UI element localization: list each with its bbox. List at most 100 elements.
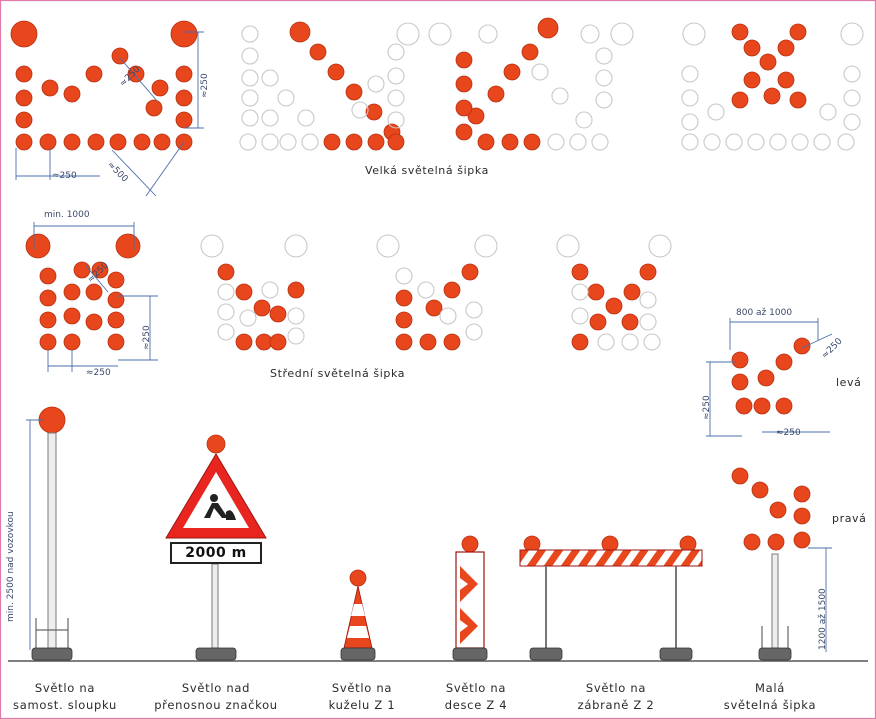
caption-board: Světlo na desce Z 4 — [444, 681, 508, 712]
lit-lamp — [107, 333, 125, 351]
unlit-lamp — [439, 307, 457, 325]
unlit-lamp — [681, 65, 699, 83]
lit-lamp — [367, 133, 385, 151]
lit-lamp — [39, 133, 57, 151]
lamp-layer — [10, 17, 864, 587]
lit-lamp — [15, 133, 33, 151]
lit-lamp — [793, 507, 811, 525]
caption-sign: Světlo nad přenosnou značkou — [154, 681, 278, 712]
medium-arrow-title: Střední světelná šipka — [270, 367, 406, 380]
unlit-lamp — [287, 307, 305, 325]
unlit-lamp — [819, 103, 837, 121]
sign-base — [195, 647, 237, 661]
right-label: pravá — [832, 512, 867, 525]
lit-lamp — [521, 43, 539, 61]
lit-lamp — [461, 263, 479, 281]
unlit-lamp — [395, 267, 413, 285]
lit-lamp — [455, 123, 473, 141]
unlit-lamp — [681, 133, 699, 151]
lit-lamp — [793, 485, 811, 503]
unlit-lamp — [200, 234, 224, 258]
unlit-lamp — [597, 333, 615, 351]
lit-lamp — [763, 87, 781, 105]
unlit-lamp — [595, 47, 613, 65]
barrier-beam — [519, 549, 703, 567]
post-base — [31, 647, 73, 661]
sign-pole — [211, 563, 219, 649]
unlit-lamp — [639, 291, 657, 309]
lit-lamp — [127, 65, 145, 83]
unlit-lamp — [474, 234, 498, 258]
lit-lamp — [269, 333, 287, 351]
lit-lamp — [443, 281, 461, 299]
lit-lamp — [85, 283, 103, 301]
lit-lamp — [775, 353, 793, 371]
dim-line — [801, 333, 833, 349]
unlit-lamp — [478, 24, 498, 44]
lit-lamp — [789, 23, 807, 41]
unlit-lamp — [569, 133, 587, 151]
lit-lamp — [735, 397, 753, 415]
left-label: levá — [836, 376, 862, 389]
lit-lamp — [235, 333, 253, 351]
lit-lamp — [63, 333, 81, 351]
lit-lamp — [753, 397, 771, 415]
post-foot — [35, 618, 69, 648]
lit-lamp — [253, 299, 271, 317]
caption-barrier: Světlo na zábraně Z 2 — [577, 681, 655, 712]
unlit-lamp — [387, 67, 405, 85]
lit-lamp — [85, 313, 103, 331]
lit-lamp — [309, 43, 327, 61]
unlit-lamp — [465, 323, 483, 341]
dim-small-post-height: 1200 až 1500 — [818, 588, 828, 650]
lit-lamp — [487, 85, 505, 103]
lit-lamp — [323, 133, 341, 151]
lit-lamp — [775, 397, 793, 415]
unlit-lamp — [843, 89, 861, 107]
dim-small-v: ≈250 — [702, 395, 712, 420]
lit-lamp — [769, 501, 787, 519]
lit-lamp — [387, 133, 405, 151]
lit-lamp — [731, 373, 749, 391]
unlit-lamp — [217, 283, 235, 301]
lit-lamp — [467, 107, 485, 125]
unlit-lamp — [595, 69, 613, 87]
unlit-lamp — [241, 47, 259, 65]
lit-lamp — [109, 133, 127, 151]
unlit-lamp — [387, 111, 405, 129]
unlit-lamp — [217, 303, 235, 321]
lit-lamp — [587, 283, 605, 301]
unlit-lamp — [571, 307, 589, 325]
unlit-lamp — [241, 25, 259, 43]
traffic-cone — [343, 585, 373, 649]
lit-lamp — [175, 65, 193, 83]
roadworks-pile — [226, 510, 236, 520]
dim-medium-v: ≈250 — [142, 325, 152, 350]
lit-lamp — [15, 89, 33, 107]
caption-cone: Světlo na kuželu Z 1 — [328, 681, 396, 712]
barrier-base-right — [659, 647, 693, 661]
guide-board-base — [452, 647, 488, 661]
lit-lamp — [287, 281, 305, 299]
lit-lamp — [63, 85, 81, 103]
lit-lamp — [175, 89, 193, 107]
dim-large-c: ≈250 — [200, 73, 210, 98]
small-arrow-pole — [771, 553, 779, 649]
lit-lamp — [395, 311, 413, 329]
unlit-lamp — [428, 22, 452, 46]
unlit-lamp — [261, 69, 279, 87]
dim-line — [119, 57, 159, 103]
lit-lamp — [63, 133, 81, 151]
lit-lamp — [145, 99, 163, 117]
unlit-lamp — [682, 22, 706, 46]
lit-lamp — [269, 305, 287, 323]
lit-lamp — [743, 71, 761, 89]
post-pole — [47, 432, 57, 649]
unlit-lamp — [241, 69, 259, 87]
unlit-lamp — [217, 323, 235, 341]
unlit-lamp — [556, 234, 580, 258]
unlit-lamp — [747, 133, 765, 151]
unlit-lamp — [681, 89, 699, 107]
lit-lamp — [589, 313, 607, 331]
lit-lamp — [455, 75, 473, 93]
